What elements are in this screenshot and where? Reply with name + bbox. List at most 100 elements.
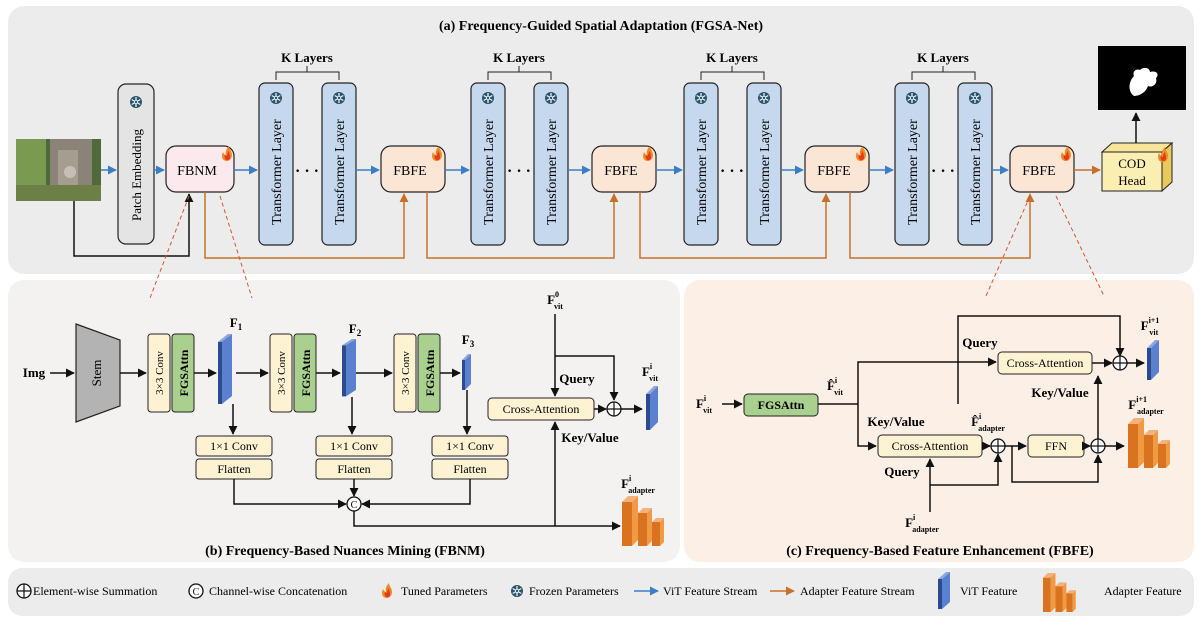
img-label: Img bbox=[23, 365, 46, 380]
conv3-block-3 bbox=[393, 333, 417, 413]
ellipsis-2: · · · bbox=[507, 163, 531, 180]
legend-tuned: Tuned Parameters bbox=[401, 584, 488, 598]
k-layers-label-1: K Layers bbox=[281, 50, 333, 65]
fgsattn-label-3: FGSAttn bbox=[423, 349, 437, 396]
stem-label: Stem bbox=[89, 360, 104, 387]
cross-attention-label-b: Cross-Attention bbox=[503, 402, 580, 416]
transformer-layer-1b bbox=[321, 82, 357, 246]
conv1-block-1 bbox=[195, 435, 273, 457]
k-layers-label-3: K Layers bbox=[706, 50, 758, 65]
cross-attention-label-c-bottom: Cross-Attention bbox=[892, 439, 969, 453]
transformer-layer-2a bbox=[470, 82, 506, 246]
transformer-layer-2b bbox=[533, 82, 569, 246]
query-to-top-ca bbox=[857, 357, 997, 404]
panel-b-background bbox=[8, 280, 680, 562]
legend-background bbox=[8, 568, 1194, 616]
k-layers-bracket-3 bbox=[700, 66, 765, 80]
concat-label: C bbox=[351, 500, 358, 511]
concat-legend-icon bbox=[188, 583, 204, 599]
ffn-skip bbox=[1011, 446, 1103, 483]
concat-to-adapter bbox=[353, 511, 621, 531]
conv3-label-3: 3×3 Conv bbox=[400, 351, 412, 395]
transformer-label-4a: Transformer Layer bbox=[906, 119, 921, 225]
cod-head-block bbox=[1100, 141, 1174, 193]
query-label-c-bottom: Query bbox=[884, 464, 920, 479]
kv-to-bottom-ca bbox=[857, 404, 877, 451]
conv3-block-2 bbox=[269, 333, 293, 413]
panel-c-title: (c) Frequency-Based Feature Enhancement … bbox=[786, 544, 1094, 559]
transformer-label-1a: Transformer Layer bbox=[270, 119, 285, 225]
cross-attention-label-c-top: Cross-Attention bbox=[1007, 356, 1084, 370]
fbnm-block bbox=[165, 145, 235, 193]
snowflake-icon bbox=[510, 584, 524, 598]
flatten-label-2: Flatten bbox=[337, 462, 370, 476]
key-value-label-c-left: Key/Value bbox=[867, 414, 925, 429]
sum-icon-c-top bbox=[1112, 355, 1128, 371]
conv3-label-2: 3×3 Conv bbox=[276, 351, 288, 395]
f3-feature bbox=[462, 354, 471, 390]
fbnm-label: FBNM bbox=[177, 164, 217, 179]
adapter-stream-arrows bbox=[204, 165, 1101, 259]
sum-icon-c-mid bbox=[990, 438, 1006, 454]
legend-vit-stream: ViT Feature Stream bbox=[663, 584, 758, 598]
legend-adapter-feature: Adapter Feature bbox=[1104, 584, 1182, 598]
stem-block bbox=[75, 323, 121, 423]
concat-arrows bbox=[233, 479, 471, 509]
patch-embedding-label: Patch Embedding bbox=[129, 128, 144, 221]
conv1-block-3 bbox=[431, 435, 509, 457]
fgsattn-block-c bbox=[743, 393, 819, 417]
transformer-label-2b: Transformer Layer bbox=[545, 119, 560, 225]
fvit0-skip bbox=[555, 355, 619, 401]
fbfe-label-1: FBFE bbox=[393, 164, 426, 179]
fbfe-label-3: FBFE bbox=[817, 164, 850, 179]
fvit-skip-c bbox=[957, 315, 1125, 404]
patch-embedding-block bbox=[117, 83, 155, 245]
k-layers-bracket-1 bbox=[275, 66, 340, 80]
legend-adapter-stream: Adapter Feature Stream bbox=[800, 584, 915, 598]
k-layers-bracket-4 bbox=[911, 66, 976, 80]
conv1-label-2: 1×1 Conv bbox=[330, 439, 378, 453]
panel-a-title: (a) Frequency-Guided Spatial Adaptation … bbox=[439, 19, 763, 34]
fbfe-label-4: FBFE bbox=[1022, 164, 1055, 179]
transformer-layer-3a bbox=[683, 82, 719, 246]
fgsattn-label-2: FGSAttn bbox=[299, 349, 313, 396]
fbfe-block-2 bbox=[591, 145, 657, 193]
transformer-label-2a: Transformer Layer bbox=[482, 119, 497, 225]
legend-sum: Element-wise Summation bbox=[33, 584, 157, 598]
transformer-label-3a: Transformer Layer bbox=[695, 119, 710, 225]
panel-c-background bbox=[684, 280, 1194, 562]
legend-concat: Channel-wise Concatenation bbox=[209, 584, 347, 598]
fbfe-label-2: FBFE bbox=[604, 164, 637, 179]
ellipsis-3: · · · bbox=[720, 163, 744, 180]
transformer-label-1b: Transformer Layer bbox=[333, 119, 348, 225]
key-value-label-c-right: Key/Value bbox=[1031, 385, 1089, 400]
f1-label: F1 bbox=[230, 315, 243, 332]
fadapter-skip-c bbox=[930, 453, 1003, 486]
flatten-label-3: Flatten bbox=[453, 462, 486, 476]
transformer-layer-1a bbox=[258, 82, 294, 246]
fgsattn-label-1: FGSAttn bbox=[177, 349, 191, 396]
ffn-label: FFN bbox=[1045, 439, 1067, 453]
transformer-layer-3b bbox=[746, 82, 782, 246]
fbfe-block-1 bbox=[380, 145, 446, 193]
flatten-label-1: Flatten bbox=[217, 462, 250, 476]
sum-icon-c-right bbox=[1090, 438, 1106, 454]
panel-a-background bbox=[8, 6, 1194, 274]
cod-head-label-2: Head bbox=[1118, 173, 1146, 188]
transformer-label-4b: Transformer Layer bbox=[969, 119, 984, 225]
query-label-b: Query bbox=[559, 371, 595, 386]
query-label-c-top: Query bbox=[962, 335, 998, 350]
conv3-label-1: 3×3 Conv bbox=[154, 351, 166, 395]
k-layers-label-2: K Layers bbox=[493, 50, 545, 65]
legend-frozen: Frozen Parameters bbox=[529, 584, 619, 598]
panel-b-title: (b) Frequency-Based Nuances Mining (FBNM… bbox=[205, 544, 485, 559]
transformer-layer-4b bbox=[957, 82, 993, 246]
